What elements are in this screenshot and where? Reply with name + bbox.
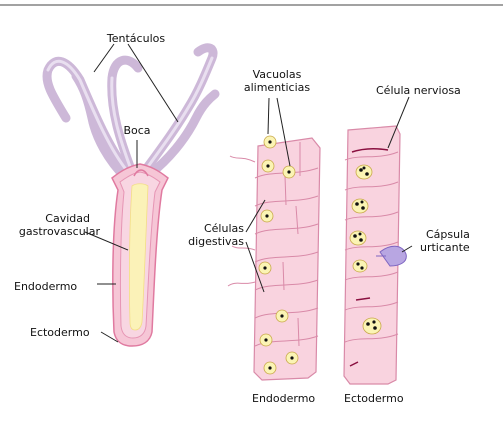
label-digestive-line2: digestivas bbox=[160, 235, 244, 248]
label-vacuoles-line2: alimenticias bbox=[234, 81, 320, 94]
label-tentacles: Tentáculos bbox=[96, 32, 176, 45]
label-cavity-line2: gastrovascular bbox=[2, 225, 100, 238]
label-ectoderm-left: Ectodermo bbox=[30, 326, 90, 339]
label-mouth: Boca bbox=[110, 124, 164, 137]
label-endoderm-bottom: Endodermo bbox=[252, 392, 315, 405]
label-ectoderm-bottom: Ectodermo bbox=[344, 392, 404, 405]
endoderm-column bbox=[228, 136, 320, 380]
label-nerve-cell: Célula nerviosa bbox=[376, 84, 461, 97]
label-digestive-line1: Células bbox=[160, 222, 244, 235]
label-endoderm-left: Endodermo bbox=[14, 280, 77, 293]
label-capsule-line2: urticante bbox=[420, 241, 470, 254]
ectoderm-column bbox=[344, 126, 406, 384]
label-cavity-line1: Cavidad bbox=[12, 212, 90, 225]
label-vacuoles-line1: Vacuolas bbox=[234, 68, 320, 81]
hydra-body bbox=[47, 48, 215, 346]
label-capsule-line1: Cápsula bbox=[426, 228, 470, 241]
